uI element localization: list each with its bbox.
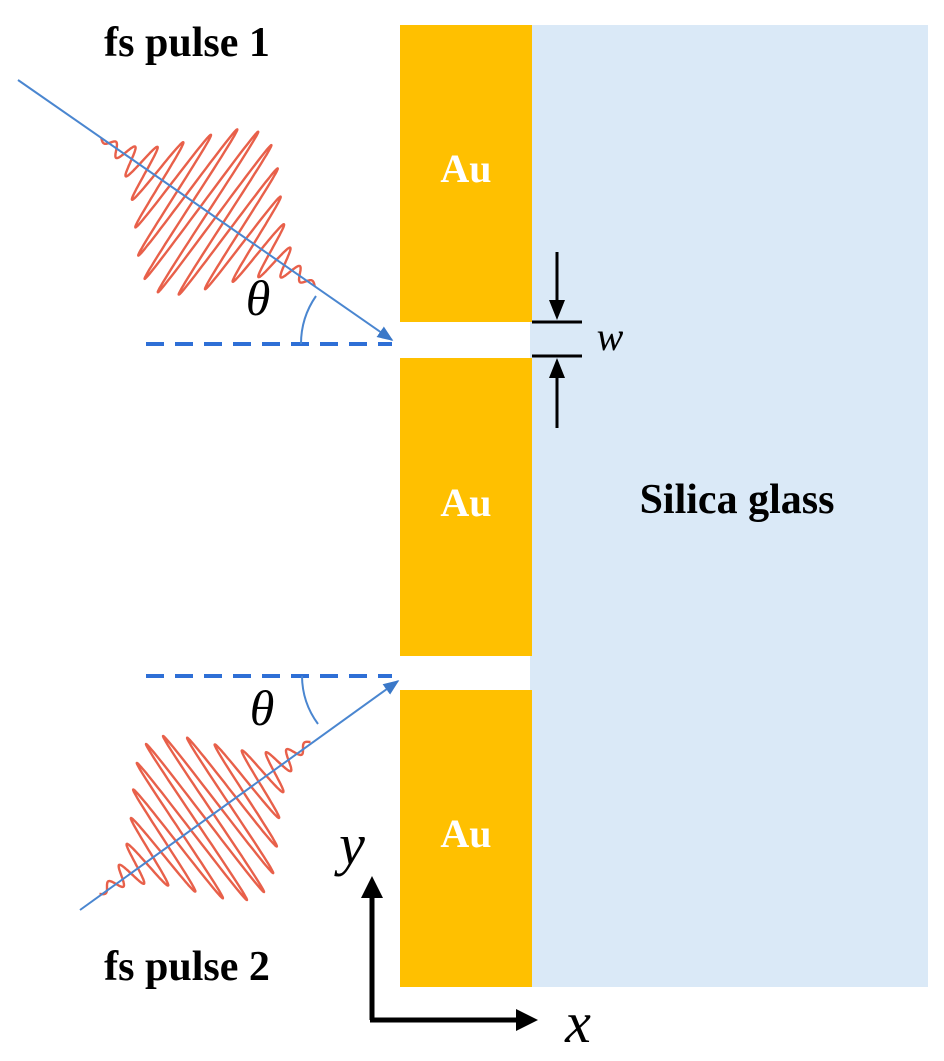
pulse-1-label: fs pulse 1 bbox=[104, 20, 270, 66]
angle-arc-top bbox=[299, 295, 317, 345]
gap-width-arrow-up-head bbox=[549, 358, 565, 378]
angle-arc-bottom bbox=[301, 675, 319, 725]
gap-width-arrow-down-head bbox=[549, 300, 565, 320]
pulse-2-label: fs pulse 2 bbox=[104, 944, 270, 990]
au-label-middle: Au bbox=[440, 480, 491, 525]
theta-label-top: θ bbox=[246, 270, 271, 326]
x-axis-label: x bbox=[564, 990, 591, 1055]
theta-label-bottom: θ bbox=[250, 680, 275, 736]
pulse-2-waveform bbox=[98, 734, 312, 902]
au-block-bottom bbox=[400, 690, 532, 987]
au-label-bottom: Au bbox=[440, 811, 491, 856]
pulse-1-beam-arrow bbox=[17, 79, 394, 341]
x-axis-arrowhead bbox=[516, 1009, 538, 1031]
au-block-top bbox=[400, 25, 532, 322]
silica-glass-region bbox=[530, 25, 928, 987]
au-label-top: Au bbox=[440, 146, 491, 191]
au-block-middle bbox=[400, 358, 532, 656]
silica-glass-label: Silica glass bbox=[640, 477, 835, 523]
y-axis-label: y bbox=[334, 812, 365, 877]
y-axis-arrowhead bbox=[361, 876, 383, 898]
pulse-2-beam-arrow bbox=[79, 680, 400, 911]
gap-width-label: w bbox=[597, 314, 624, 359]
